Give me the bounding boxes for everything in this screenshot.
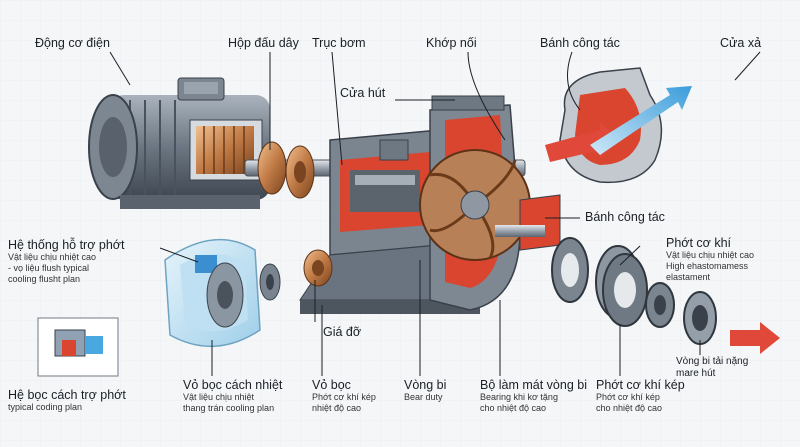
- flow-arrow-blue: [590, 86, 692, 155]
- leader-lines: [109, 51, 761, 376]
- electric-motor: [88, 77, 270, 209]
- insulation-note-2: thang trán cooling plan: [183, 403, 275, 413]
- bearing-cooler-block: Bộ làm mát vòng bi Bearing khi kơ tặng c…: [480, 378, 587, 414]
- seal-support-block: Hệ thống hỗ trợ phớt Vật liệu chịu nhiệt…: [8, 238, 124, 285]
- discharge-detail: [545, 67, 692, 184]
- label-bracket: Giá đỡ: [323, 325, 362, 339]
- bearing-cooler-note-2: cho nhiệt độ cao: [480, 403, 547, 413]
- mech-seal-block: Phớt cơ khí Vật liệu chịu nhiệt cao High…: [666, 236, 754, 283]
- label-double-seal: Phớt cơ khí kép: [596, 378, 685, 392]
- bearing-block: Vòng bi Bear duty: [404, 378, 446, 403]
- casing-note-2: nhiệt độ cao: [312, 403, 362, 413]
- right-arrow: [730, 322, 780, 354]
- seal-support-assembly: [164, 238, 333, 348]
- label-impeller-mid: Bánh công tác: [585, 210, 665, 224]
- mech-seal-note-2: High ehastomamess: [666, 261, 749, 271]
- double-seal-note-2: cho nhiệt độ cao: [596, 403, 663, 413]
- label-casing: Vỏ bọc: [312, 378, 351, 392]
- seal-support-note-2: - vọ liệu flush typical: [8, 263, 90, 273]
- label-bearing-cooler: Bộ làm mát vòng bi: [480, 378, 587, 392]
- casing-block: Vỏ bọc Phớt cơ khí kép nhiệt độ cao: [312, 378, 376, 414]
- pump-volute: [419, 95, 561, 311]
- label-suction: Cửa hút: [340, 86, 386, 100]
- label-mech-seal: Phớt cơ khí: [666, 236, 732, 250]
- seal-jacket-note: typical coding plan: [8, 402, 83, 412]
- seal-support-note-3: cooling flusht plan: [8, 274, 81, 284]
- label-seal-support: Hệ thống hỗ trợ phớt: [8, 238, 125, 252]
- insulation-note-1: Vật liệu chịu nhiệt: [183, 392, 255, 402]
- mech-seal-note-3: elastament: [666, 272, 711, 282]
- label-load-bearing-2: mare hút: [676, 368, 716, 379]
- mech-seal-note-1: Vật liệu chịu nhiệt cao: [666, 250, 755, 260]
- double-seal-note-1: Phớt cơ khí kép: [596, 392, 660, 402]
- bearing-note: Bear duty: [404, 392, 443, 402]
- coupling-discs: [257, 141, 315, 199]
- seal-support-note-1: Vật liệu chịu nhiệt cao: [8, 252, 97, 262]
- bearing-cooler-note-1: Bearing khi kơ tặng: [480, 392, 558, 402]
- label-bearing: Vòng bi: [404, 378, 447, 392]
- label-terminal-box: Hộp đấu dây: [228, 36, 299, 50]
- label-shaft: Trục bơm: [312, 36, 366, 50]
- label-load-bearing-1: Vòng bi tải nặng: [676, 356, 749, 367]
- label-impeller-top: Bánh công tác: [540, 36, 620, 50]
- label-coupling: Khớp nối: [426, 36, 477, 50]
- label-insulation: Vỏ bọc cách nhiệt: [183, 378, 283, 392]
- seal-jacket-thumbnail: [37, 317, 119, 377]
- insulation-block: Vỏ bọc cách nhiệt Vật liệu chịu nhiệt th…: [183, 378, 282, 414]
- label-discharge: Cửa xả: [720, 36, 762, 50]
- double-seal-block: Phớt cơ khí kép Phớt cơ khí kép cho nhiệ…: [596, 378, 685, 414]
- load-bearing-block: Vòng bi tải nặng mare hút: [676, 356, 748, 380]
- label-motor: Động cơ điện: [35, 36, 110, 50]
- label-seal-jacket: Hệ bọc cách trợ phớt: [8, 388, 126, 402]
- seal-jacket-block: Hệ bọc cách trợ phớt typical coding plan: [8, 388, 126, 413]
- casing-note-1: Phớt cơ khí kép: [312, 392, 376, 402]
